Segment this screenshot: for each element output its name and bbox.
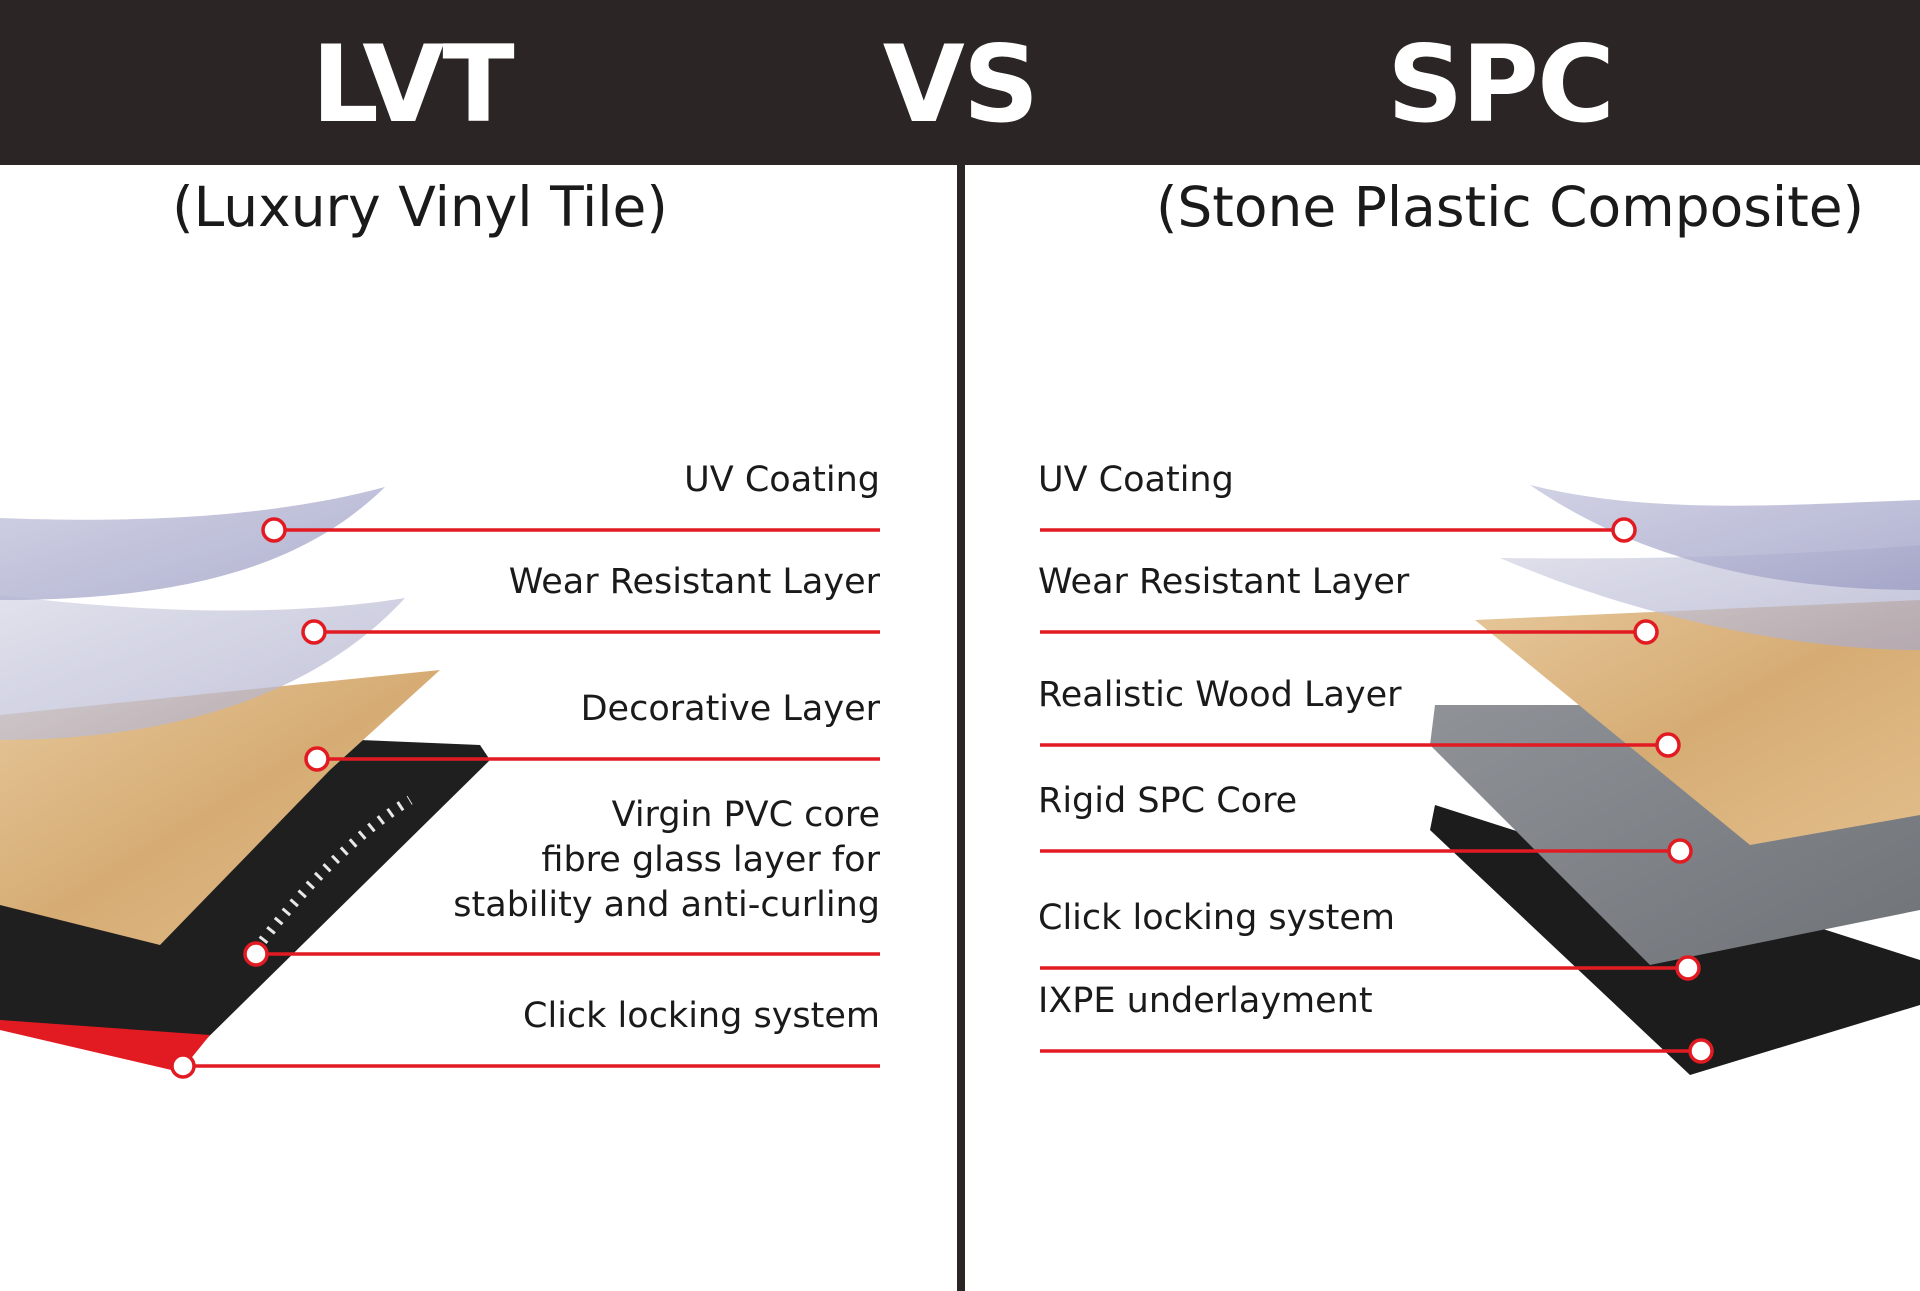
spc-label-ixpe: IXPE underlayment [1038,981,1373,1021]
spc-film-1 [1530,485,1920,590]
lvt-callouts [170,517,880,1079]
spc-callout-dot-core [1667,838,1693,864]
spc-callouts [1040,517,1714,1064]
spc-label-rigid-core: Rigid SPC Core [1038,781,1298,821]
spc-callout-dot-click [1675,955,1701,981]
spc-label-wear-resistant: Wear Resistant Layer [1038,562,1410,602]
spc-wood-layer [1475,600,1920,845]
lvt-fiberglass-stitch [243,795,413,963]
vs-label: VS [882,23,1039,146]
lvt-label-wear-resistant: Wear Resistant Layer [508,562,880,602]
spc-callout-dot-wood [1655,732,1681,758]
spc-label-realistic-wood: Realistic Wood Layer [1038,675,1402,715]
lvt-wood-layer [0,670,440,945]
lvt-film-1 [0,487,385,600]
spc-callout-dot-uv [1611,517,1637,543]
center-divider [957,165,965,1291]
header-bar: LVT VS SPC [0,0,1920,165]
spc-callout-dot-wear [1633,619,1659,645]
lvt-label-pvc-core-line-2: fibre glass layer for [541,840,880,880]
spc-subtitle: (Stone Plastic Composite) [1155,175,1865,239]
lvt-subtitle: (Luxury Vinyl Tile) [172,175,668,239]
lvt-label-pvc-core-line-3: stability and anti-curling [453,885,880,925]
spc-title: SPC [1387,23,1615,146]
lvt-label-pvc-core-line-1: Virgin PVC core [611,795,880,835]
lvt-callout-dot-uv [261,517,287,543]
lvt-label-click-locking: Click locking system [523,996,880,1036]
lvt-label-uv-coating: UV Coating [684,460,880,500]
lvt-label-pvc-core: Virgin PVC core fibre glass layer for st… [453,793,880,928]
lvt-title: LVT [311,23,514,146]
lvt-layers [0,487,490,1072]
lvt-callout-dot-click [170,1053,196,1079]
lvt-red-base [0,1020,210,1072]
lvt-callout-dot-core [243,941,269,967]
spc-layers [1430,485,1920,1075]
spc-label-click-locking: Click locking system [1038,898,1395,938]
spc-label-uv-coating: UV Coating [1038,460,1234,500]
spc-callout-dot-ixpe [1688,1038,1714,1064]
lvt-callout-dot-decorative [304,746,330,772]
lvt-callout-dot-wear [301,619,327,645]
lvt-label-decorative: Decorative Layer [580,689,880,729]
